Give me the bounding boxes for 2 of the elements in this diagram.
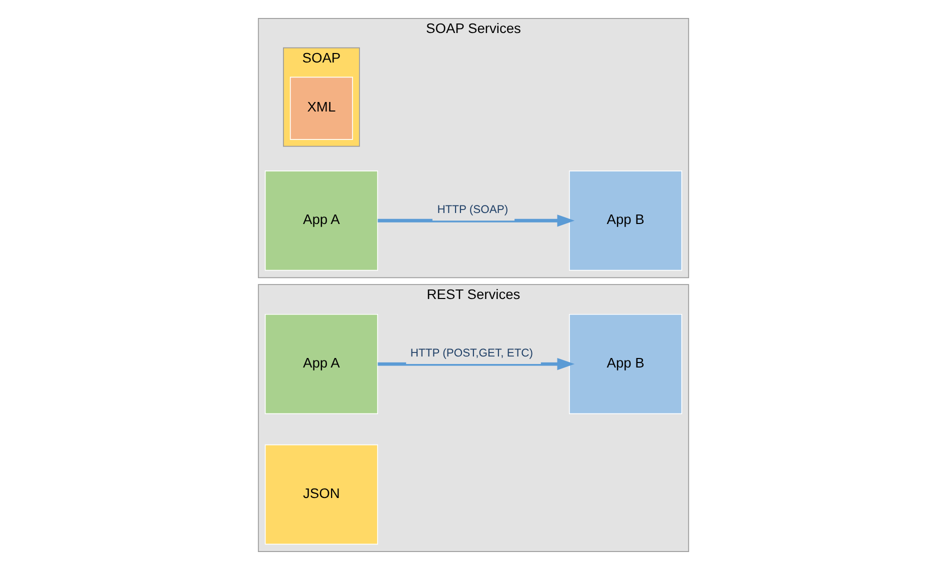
edge-label: HTTP (SOAP)	[437, 204, 508, 216]
edge-label: HTTP (POST,GET, ETC)	[410, 348, 534, 360]
